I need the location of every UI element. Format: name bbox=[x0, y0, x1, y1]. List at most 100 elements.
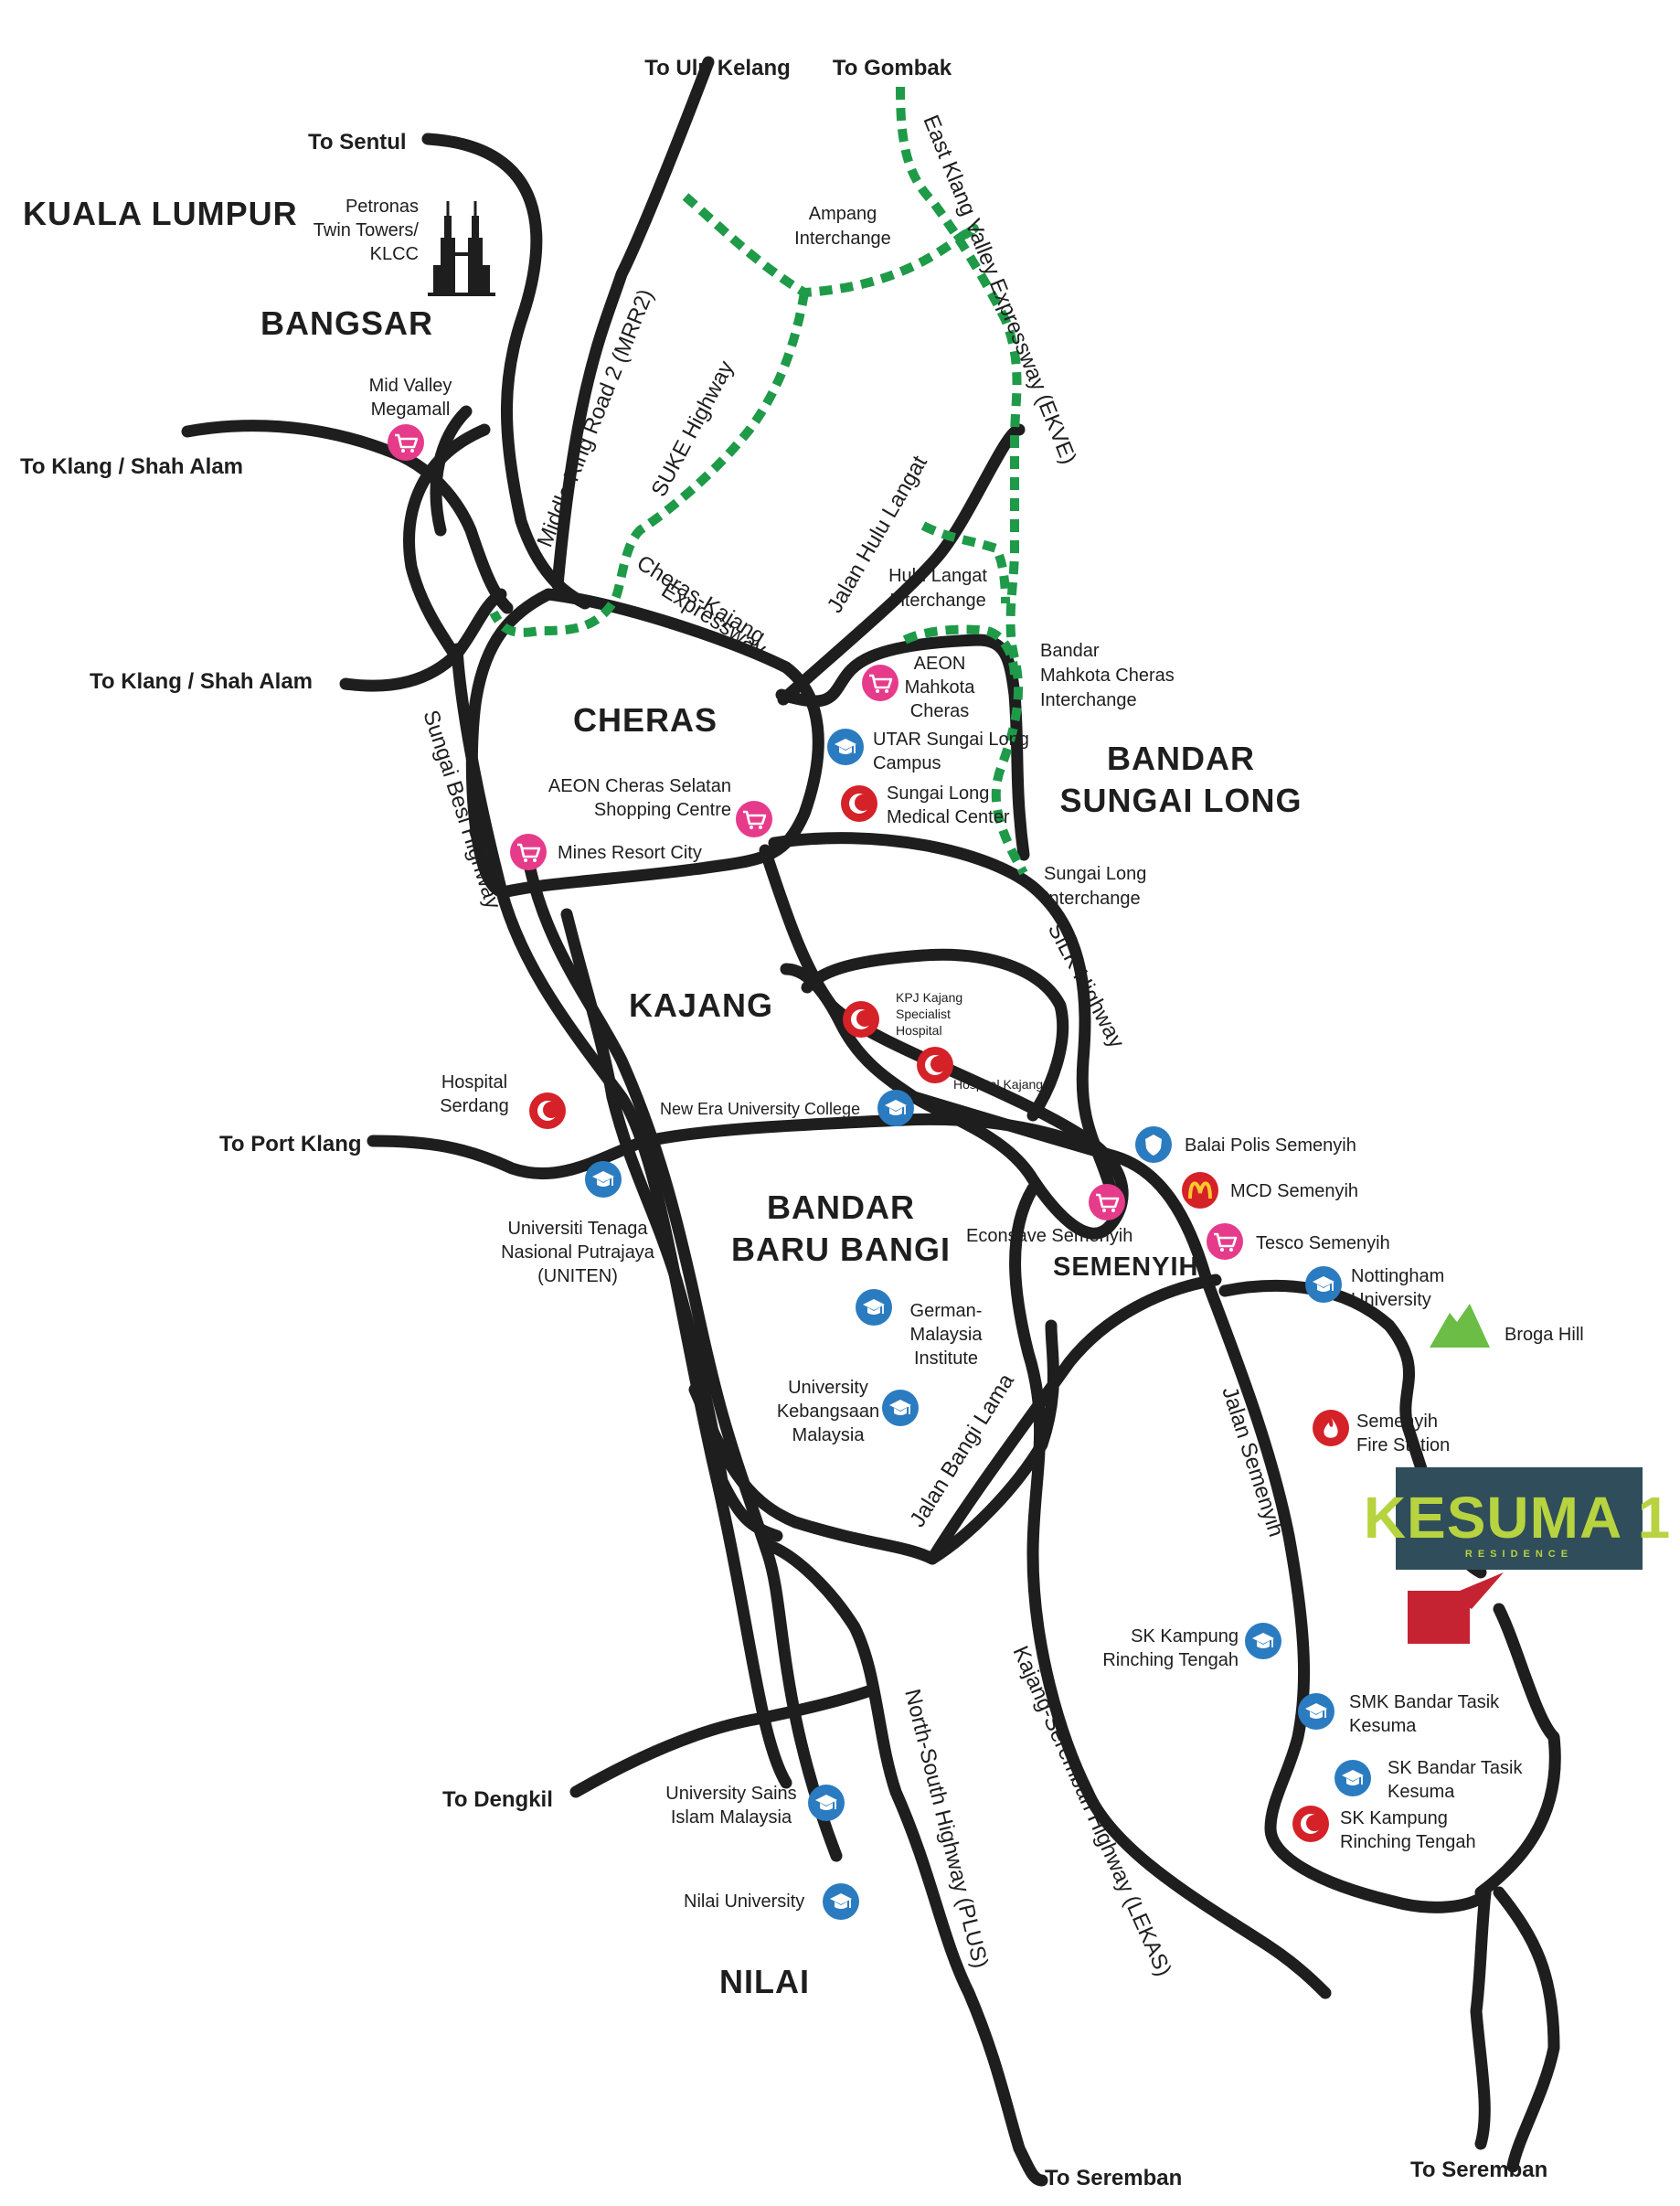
suke-main-dashed bbox=[489, 292, 809, 637]
area-bandar-sungai-long-1: BANDAR bbox=[1107, 740, 1255, 777]
road-kajang-inner bbox=[759, 844, 1129, 1240]
road-label-suke: SUKE Highway bbox=[646, 357, 739, 501]
road-network bbox=[181, 56, 1561, 2187]
area-bandar-baru-bangi-1: BANDAR bbox=[767, 1188, 915, 1226]
dest-klang-shah-alam-2: To Klang / Shah Alam bbox=[90, 669, 313, 694]
mall-icon bbox=[1207, 1223, 1243, 1260]
road-sentul bbox=[421, 133, 591, 610]
area-bandar-baru-bangi-2: BARU BANGI bbox=[731, 1231, 951, 1268]
mall-icon bbox=[736, 801, 772, 837]
road-lekas bbox=[1009, 1182, 1332, 1999]
area-kuala-lumpur: KUALA LUMPUR bbox=[23, 195, 298, 232]
dest-port-klang: To Port Klang bbox=[219, 1132, 362, 1156]
tesco-label: Tesco Semenyih bbox=[1256, 1233, 1390, 1253]
new-era-label: New Era University College bbox=[660, 1100, 860, 1118]
road-ulu-kelang bbox=[551, 56, 715, 591]
road-bangi-west bbox=[560, 908, 783, 1542]
hospital-icon bbox=[843, 1001, 879, 1038]
dest-seremban-1: To Seremban bbox=[1045, 2166, 1182, 2190]
broga-label: Broga Hill bbox=[1505, 1325, 1584, 1345]
mines-label: Mines Resort City bbox=[558, 843, 702, 863]
balai-polis-label: Balai Polis Semenyih bbox=[1185, 1135, 1356, 1156]
econsave-label: Econsave Semenyih bbox=[966, 1226, 1132, 1246]
kesuma-location-marker bbox=[1408, 1591, 1470, 1644]
road-cheras-ring bbox=[465, 588, 824, 898]
road-kl-loop-2 bbox=[430, 405, 473, 537]
brand-name: KESUMA 1 bbox=[1364, 1485, 1671, 1551]
road-kajang-loop bbox=[801, 948, 1069, 1122]
mall-icon bbox=[510, 834, 547, 870]
mcd-label: MCD Semenyih bbox=[1230, 1181, 1358, 1201]
broga-hill-icon bbox=[1430, 1304, 1490, 1348]
education-icon bbox=[1298, 1693, 1334, 1730]
road-to-seremban-east bbox=[1470, 1886, 1492, 2150]
road-seremban-east-loop bbox=[1493, 1886, 1560, 2173]
road-plus bbox=[761, 1539, 1048, 2187]
road-label-sungai-besi: Sungai Besi Highway bbox=[418, 708, 505, 912]
road-klang-shah-alam-1 bbox=[181, 420, 514, 614]
road-label-ekve: East Klang Valley Expressway (EKVE) bbox=[918, 112, 1080, 467]
dest-dengkil: To Dengkil bbox=[442, 1787, 553, 1812]
road-hulu-langat bbox=[777, 423, 1026, 706]
education-icon bbox=[877, 1090, 914, 1126]
hospital-icon bbox=[917, 1047, 953, 1083]
education-icon bbox=[808, 1785, 845, 1821]
road-bangi-lama bbox=[926, 1274, 1222, 1565]
fire-icon bbox=[1313, 1410, 1349, 1446]
brand-tagline: RESIDENCE bbox=[1465, 1549, 1573, 1560]
education-icon bbox=[827, 729, 864, 765]
hospital-icon bbox=[1292, 1806, 1329, 1842]
dashed-highways bbox=[489, 86, 1028, 876]
area-bandar-sungai-long-2: SUNGAI LONG bbox=[1059, 782, 1302, 819]
mall-icon bbox=[388, 424, 424, 461]
ekve-dashed bbox=[896, 86, 1028, 876]
education-icon bbox=[585, 1161, 622, 1198]
education-icon bbox=[856, 1289, 892, 1326]
education-icon bbox=[1305, 1266, 1342, 1303]
road-silk bbox=[768, 832, 1117, 1195]
dest-ulu-kelang: To Ulu Kelang bbox=[644, 56, 791, 80]
hospital-icon bbox=[841, 785, 877, 822]
suke-dashed bbox=[682, 193, 979, 297]
mall-icon bbox=[1089, 1184, 1125, 1220]
education-icon bbox=[823, 1883, 859, 1920]
road-semenyih-south bbox=[1200, 1274, 1492, 1913]
road-kajang-semenyih-link bbox=[908, 1091, 1213, 1286]
road-label-lekas: Kajang-Seremban Highway (LEKAS) bbox=[1008, 1642, 1176, 1979]
hulu-langat-loop-dashed bbox=[920, 521, 1010, 604]
kesuma-brand-box bbox=[1396, 1467, 1643, 1570]
petronas-towers-icon bbox=[428, 201, 495, 296]
road-jalan-hulu-langat-link bbox=[775, 634, 1030, 861]
police-icon bbox=[1135, 1126, 1172, 1163]
hospital-kajang-label: Hospital Kajang bbox=[953, 1077, 1043, 1092]
mcd-icon bbox=[1182, 1172, 1218, 1209]
area-kajang: KAJANG bbox=[629, 986, 773, 1024]
dest-gombak: To Gombak bbox=[833, 56, 952, 80]
education-icon bbox=[882, 1390, 919, 1426]
education-icon bbox=[1334, 1760, 1371, 1796]
road-label-mrr2: Middle Ring Road 2 (MRR2) bbox=[533, 286, 659, 551]
dest-sentul: To Sentul bbox=[308, 130, 407, 155]
road-kesuma-east bbox=[1474, 1603, 1561, 1899]
road-dengkil bbox=[569, 1685, 875, 1798]
